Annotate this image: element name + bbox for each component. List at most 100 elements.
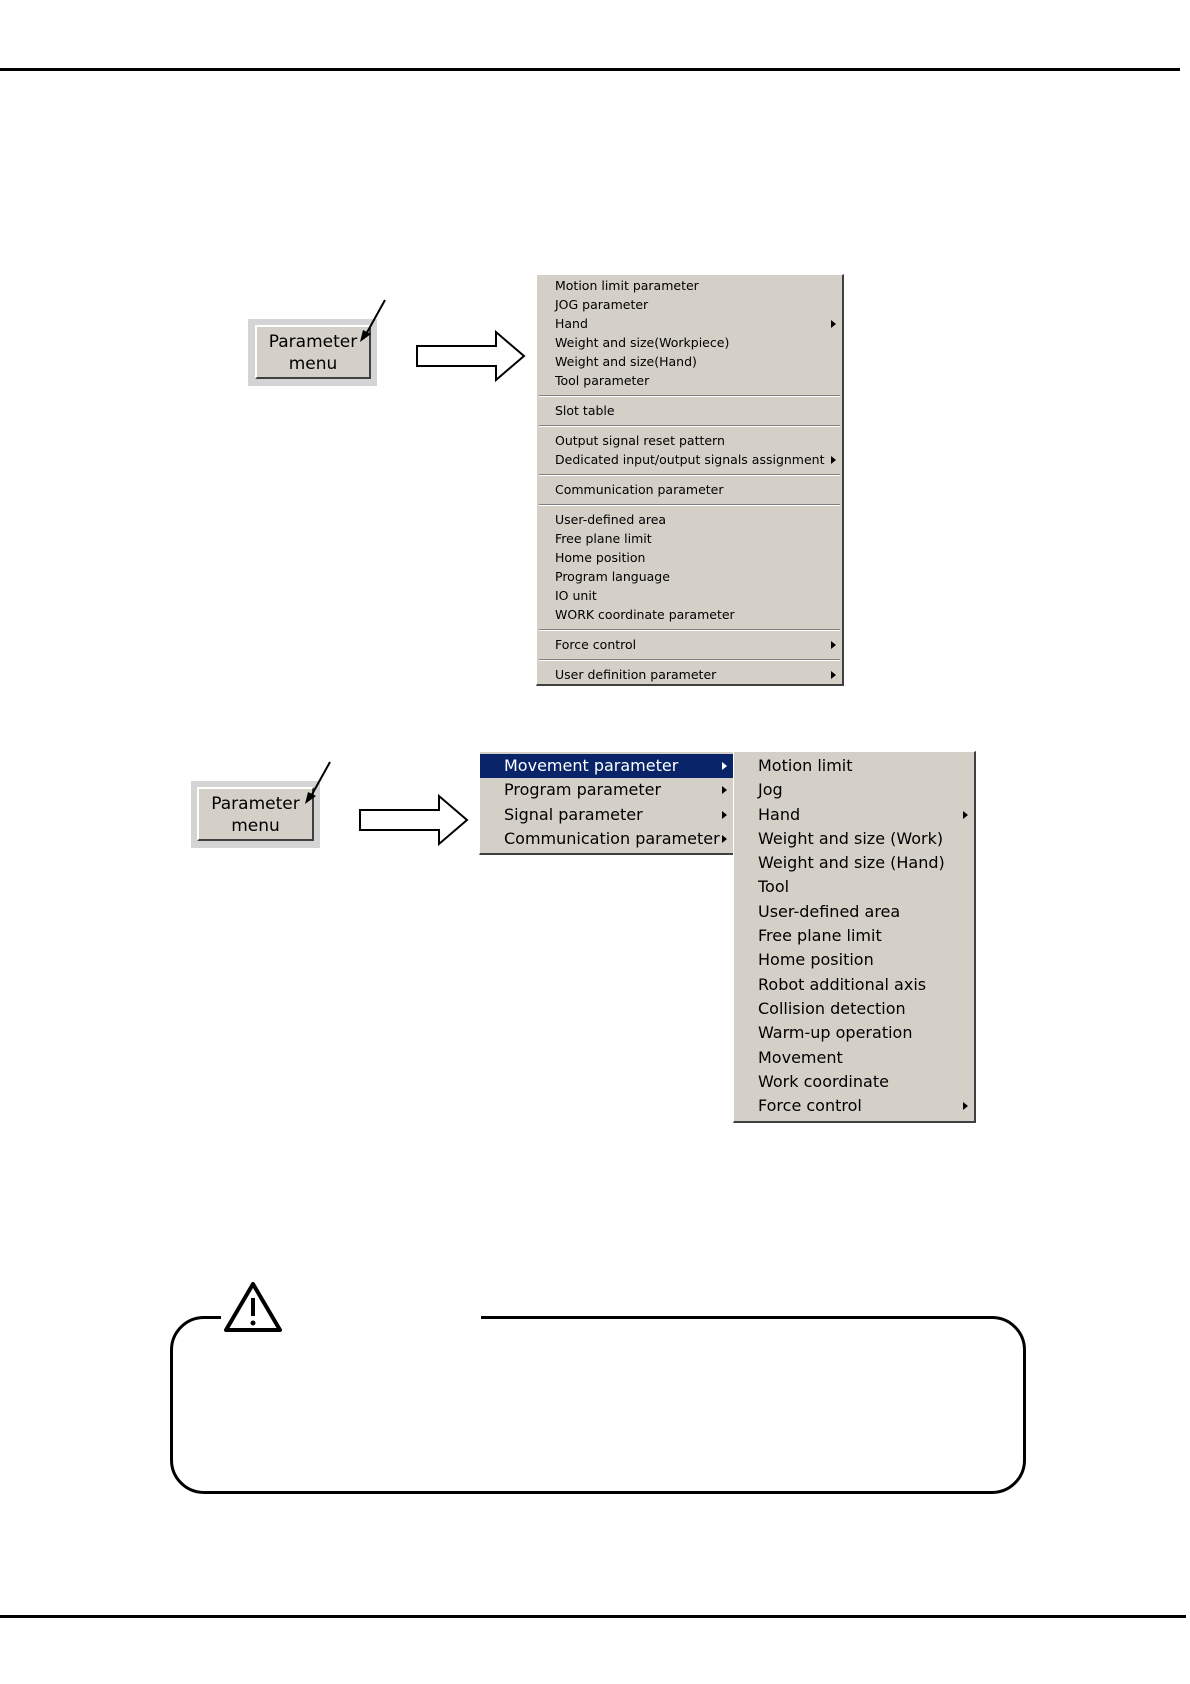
menu-separator: [539, 659, 840, 661]
menu-item-label: Motion limit parameter: [555, 278, 699, 293]
submenu-arrow-icon: [831, 641, 836, 649]
menu-item-label: Collision detection: [758, 998, 906, 1018]
menu-item-label: Home position: [758, 950, 874, 970]
menu-item-free-plane-limit[interactable]: Free plane limit: [537, 529, 842, 548]
menu-item-label: Communication parameter: [555, 482, 724, 497]
menu-item-output-signal-reset-pattern[interactable]: Output signal reset pattern: [537, 431, 842, 450]
submenu-item-collision-detection[interactable]: Collision detection: [734, 997, 974, 1021]
submenu-arrow-icon: [722, 762, 727, 770]
header-rule: [0, 68, 1180, 71]
menu-item-weight-and-size-hand[interactable]: Weight and size(Hand): [537, 352, 842, 371]
button-label-line2: menu: [288, 354, 338, 374]
main-menu-item-signal-parameter[interactable]: Signal parameter: [480, 803, 733, 827]
submenu-item-home-position[interactable]: Home position: [734, 948, 974, 972]
menu-item-weight-and-size-workpiece[interactable]: Weight and size(Workpiece): [537, 333, 842, 352]
right-arrow-icon: [416, 329, 526, 383]
menu-item-label: JOG parameter: [555, 297, 649, 312]
menu-separator: [539, 504, 840, 506]
pointer-icon: [360, 299, 386, 342]
main-menu-item-movement-parameter[interactable]: Movement parameter: [480, 754, 733, 779]
submenu-item-motion-limit[interactable]: Motion limit: [734, 754, 974, 778]
menu-item-label: Program language: [555, 569, 670, 584]
menu-item-home-position[interactable]: Home position: [537, 548, 842, 567]
submenu-item-movement[interactable]: Movement: [734, 1046, 974, 1070]
submenu-item-robot-additional-axis[interactable]: Robot additional axis: [734, 973, 974, 997]
menu-item-label: Weight and size (Work): [758, 828, 944, 848]
menu-item-label: Output signal reset pattern: [555, 433, 725, 448]
menu-item-communication-parameter[interactable]: Communication parameter: [537, 480, 842, 499]
submenu-arrow-icon: [963, 1102, 968, 1111]
menu-item-label: Tool: [758, 877, 790, 897]
caution-title-gap: [221, 1306, 481, 1324]
menu-item-label: Program parameter: [504, 780, 662, 800]
menu-item-label: Slot table: [555, 403, 615, 418]
submenu-item-jog[interactable]: Jog: [734, 778, 974, 802]
menu-item-label: Dedicated input/output signals assignmen…: [555, 452, 825, 467]
main-menu-item-communication-parameter[interactable]: Communication parameter: [480, 827, 733, 851]
menu-item-slot-table[interactable]: Slot table: [537, 401, 842, 420]
submenu-item-user-defined-area[interactable]: User-defined area: [734, 900, 974, 924]
menu-item-label: Free plane limit: [758, 926, 882, 946]
menu-item-force-control[interactable]: Force control: [537, 635, 842, 654]
submenu-item-hand[interactable]: Hand: [734, 803, 974, 827]
menu-separator: [539, 395, 840, 397]
submenu-item-warm-up-operation[interactable]: Warm-up operation: [734, 1021, 974, 1045]
submenu-item-tool[interactable]: Tool: [734, 875, 974, 899]
submenu-item-force-control[interactable]: Force control: [734, 1094, 974, 1118]
submenu-arrow-icon: [722, 786, 727, 795]
menu-item-label: Movement: [758, 1047, 843, 1067]
right-arrow-icon-2: [359, 793, 469, 847]
parameter-menu-button-2[interactable]: Parameter menu: [197, 787, 314, 841]
menu-item-label: Communication parameter: [504, 828, 720, 848]
menu-item-jog-parameter[interactable]: JOG parameter: [537, 295, 842, 314]
menu-item-label: Hand: [555, 316, 588, 331]
menu-item-label: Robot additional axis: [758, 974, 927, 994]
menu-item-dedicated-input-output-signals-assignment[interactable]: Dedicated input/output signals assignmen…: [537, 450, 842, 469]
submenu-item-weight-and-size-work[interactable]: Weight and size (Work): [734, 827, 974, 851]
menu-item-label: Work coordinate: [758, 1071, 889, 1091]
submenu-item-weight-and-size-hand[interactable]: Weight and size (Hand): [734, 851, 974, 875]
menu-separator: [539, 425, 840, 427]
submenu-arrow-icon: [831, 671, 836, 679]
menu-item-label: User-defined area: [758, 901, 901, 921]
submenu-arrow-icon: [963, 810, 968, 819]
menu-item-program-language[interactable]: Program language: [537, 567, 842, 586]
menu-item-label: Tool parameter: [555, 373, 650, 388]
menu-item-label: Weight and size(Hand): [555, 354, 697, 369]
menu-item-label: Force control: [758, 1096, 862, 1116]
footer-rule: [0, 1615, 1186, 1618]
menu-item-label: Home position: [555, 550, 646, 565]
menu-item-label: Movement parameter: [504, 756, 679, 775]
submenu-item-work-coordinate[interactable]: Work coordinate: [734, 1070, 974, 1094]
menu-item-label: IO unit: [555, 588, 597, 603]
pointer-icon-2: [305, 761, 331, 804]
menu-item-label: Motion limit: [758, 756, 853, 775]
menu-item-hand[interactable]: Hand: [537, 314, 842, 333]
submenu-arrow-icon: [831, 320, 836, 328]
submenu-arrow-icon: [722, 834, 727, 843]
submenu-arrow-icon: [831, 456, 836, 464]
menu-item-label: Warm-up operation: [758, 1023, 913, 1043]
warning-triangle-icon: [224, 1282, 282, 1332]
menu-item-label: User definition parameter: [555, 667, 717, 682]
menu-item-io-unit[interactable]: IO unit: [537, 586, 842, 605]
menu-item-tool-parameter[interactable]: Tool parameter: [537, 371, 842, 390]
menu-item-user-defined-area[interactable]: User-defined area: [537, 510, 842, 529]
menu-item-label: Force control: [555, 637, 637, 652]
submenu-arrow-icon: [722, 810, 727, 819]
menu-item-user-definition-parameter[interactable]: User definition parameter: [537, 665, 842, 684]
parameter-menu-button[interactable]: Parameter menu: [255, 325, 371, 379]
menu-item-label: Jog: [758, 780, 783, 800]
menu-separator: [539, 629, 840, 631]
main-menu-item-program-parameter[interactable]: Program parameter: [480, 778, 733, 802]
button-label-line1: Parameter: [268, 332, 358, 352]
menu-item-label: Weight and size (Hand): [758, 853, 945, 873]
submenu-item-free-plane-limit[interactable]: Free plane limit: [734, 924, 974, 948]
menu-item-motion-limit-parameter[interactable]: Motion limit parameter: [537, 276, 842, 295]
caution-box: [170, 1316, 1026, 1494]
menu-item-work-coordinate-parameter[interactable]: WORK coordinate parameter: [537, 605, 842, 624]
menu-item-label: Weight and size(Workpiece): [555, 335, 730, 350]
